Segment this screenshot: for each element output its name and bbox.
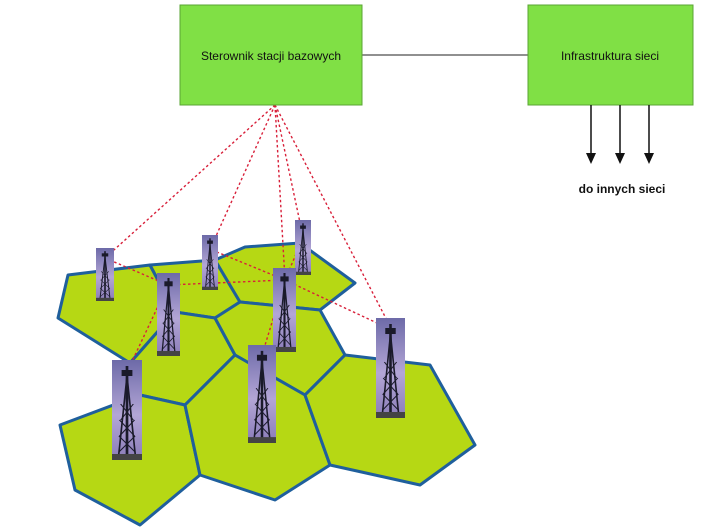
link-line — [261, 279, 286, 356]
link-line — [211, 104, 276, 246]
arrow-down-icon — [586, 105, 596, 164]
controller-label: Sterownik stacji bazowych — [201, 49, 341, 63]
link-line — [211, 249, 286, 281]
cell-tower-icon — [246, 343, 278, 445]
infrastructure-box: Infrastruktura sieci — [527, 4, 694, 106]
link-line — [274, 104, 393, 331]
link-line — [274, 104, 303, 233]
cell-tower-icon — [294, 219, 312, 276]
arrow-down-icon — [644, 105, 654, 164]
link-line — [274, 104, 286, 281]
cell-tower-icon — [201, 234, 219, 291]
outputs-caption: do innych sieci — [579, 182, 666, 196]
arrow-down-icon — [615, 105, 625, 164]
cell-tower-icon — [110, 358, 144, 462]
cell-tower-icon — [95, 247, 115, 302]
cell-tower-icon — [374, 316, 407, 420]
cell-tower-icon — [155, 271, 182, 358]
output-arrows — [586, 105, 654, 164]
controller-box: Sterownik stacji bazowych — [179, 4, 363, 106]
cell-tower-icon — [271, 266, 298, 354]
infrastructure-label: Infrastruktura sieci — [561, 49, 659, 63]
link-line — [104, 104, 276, 259]
hex-cell — [303, 353, 477, 487]
